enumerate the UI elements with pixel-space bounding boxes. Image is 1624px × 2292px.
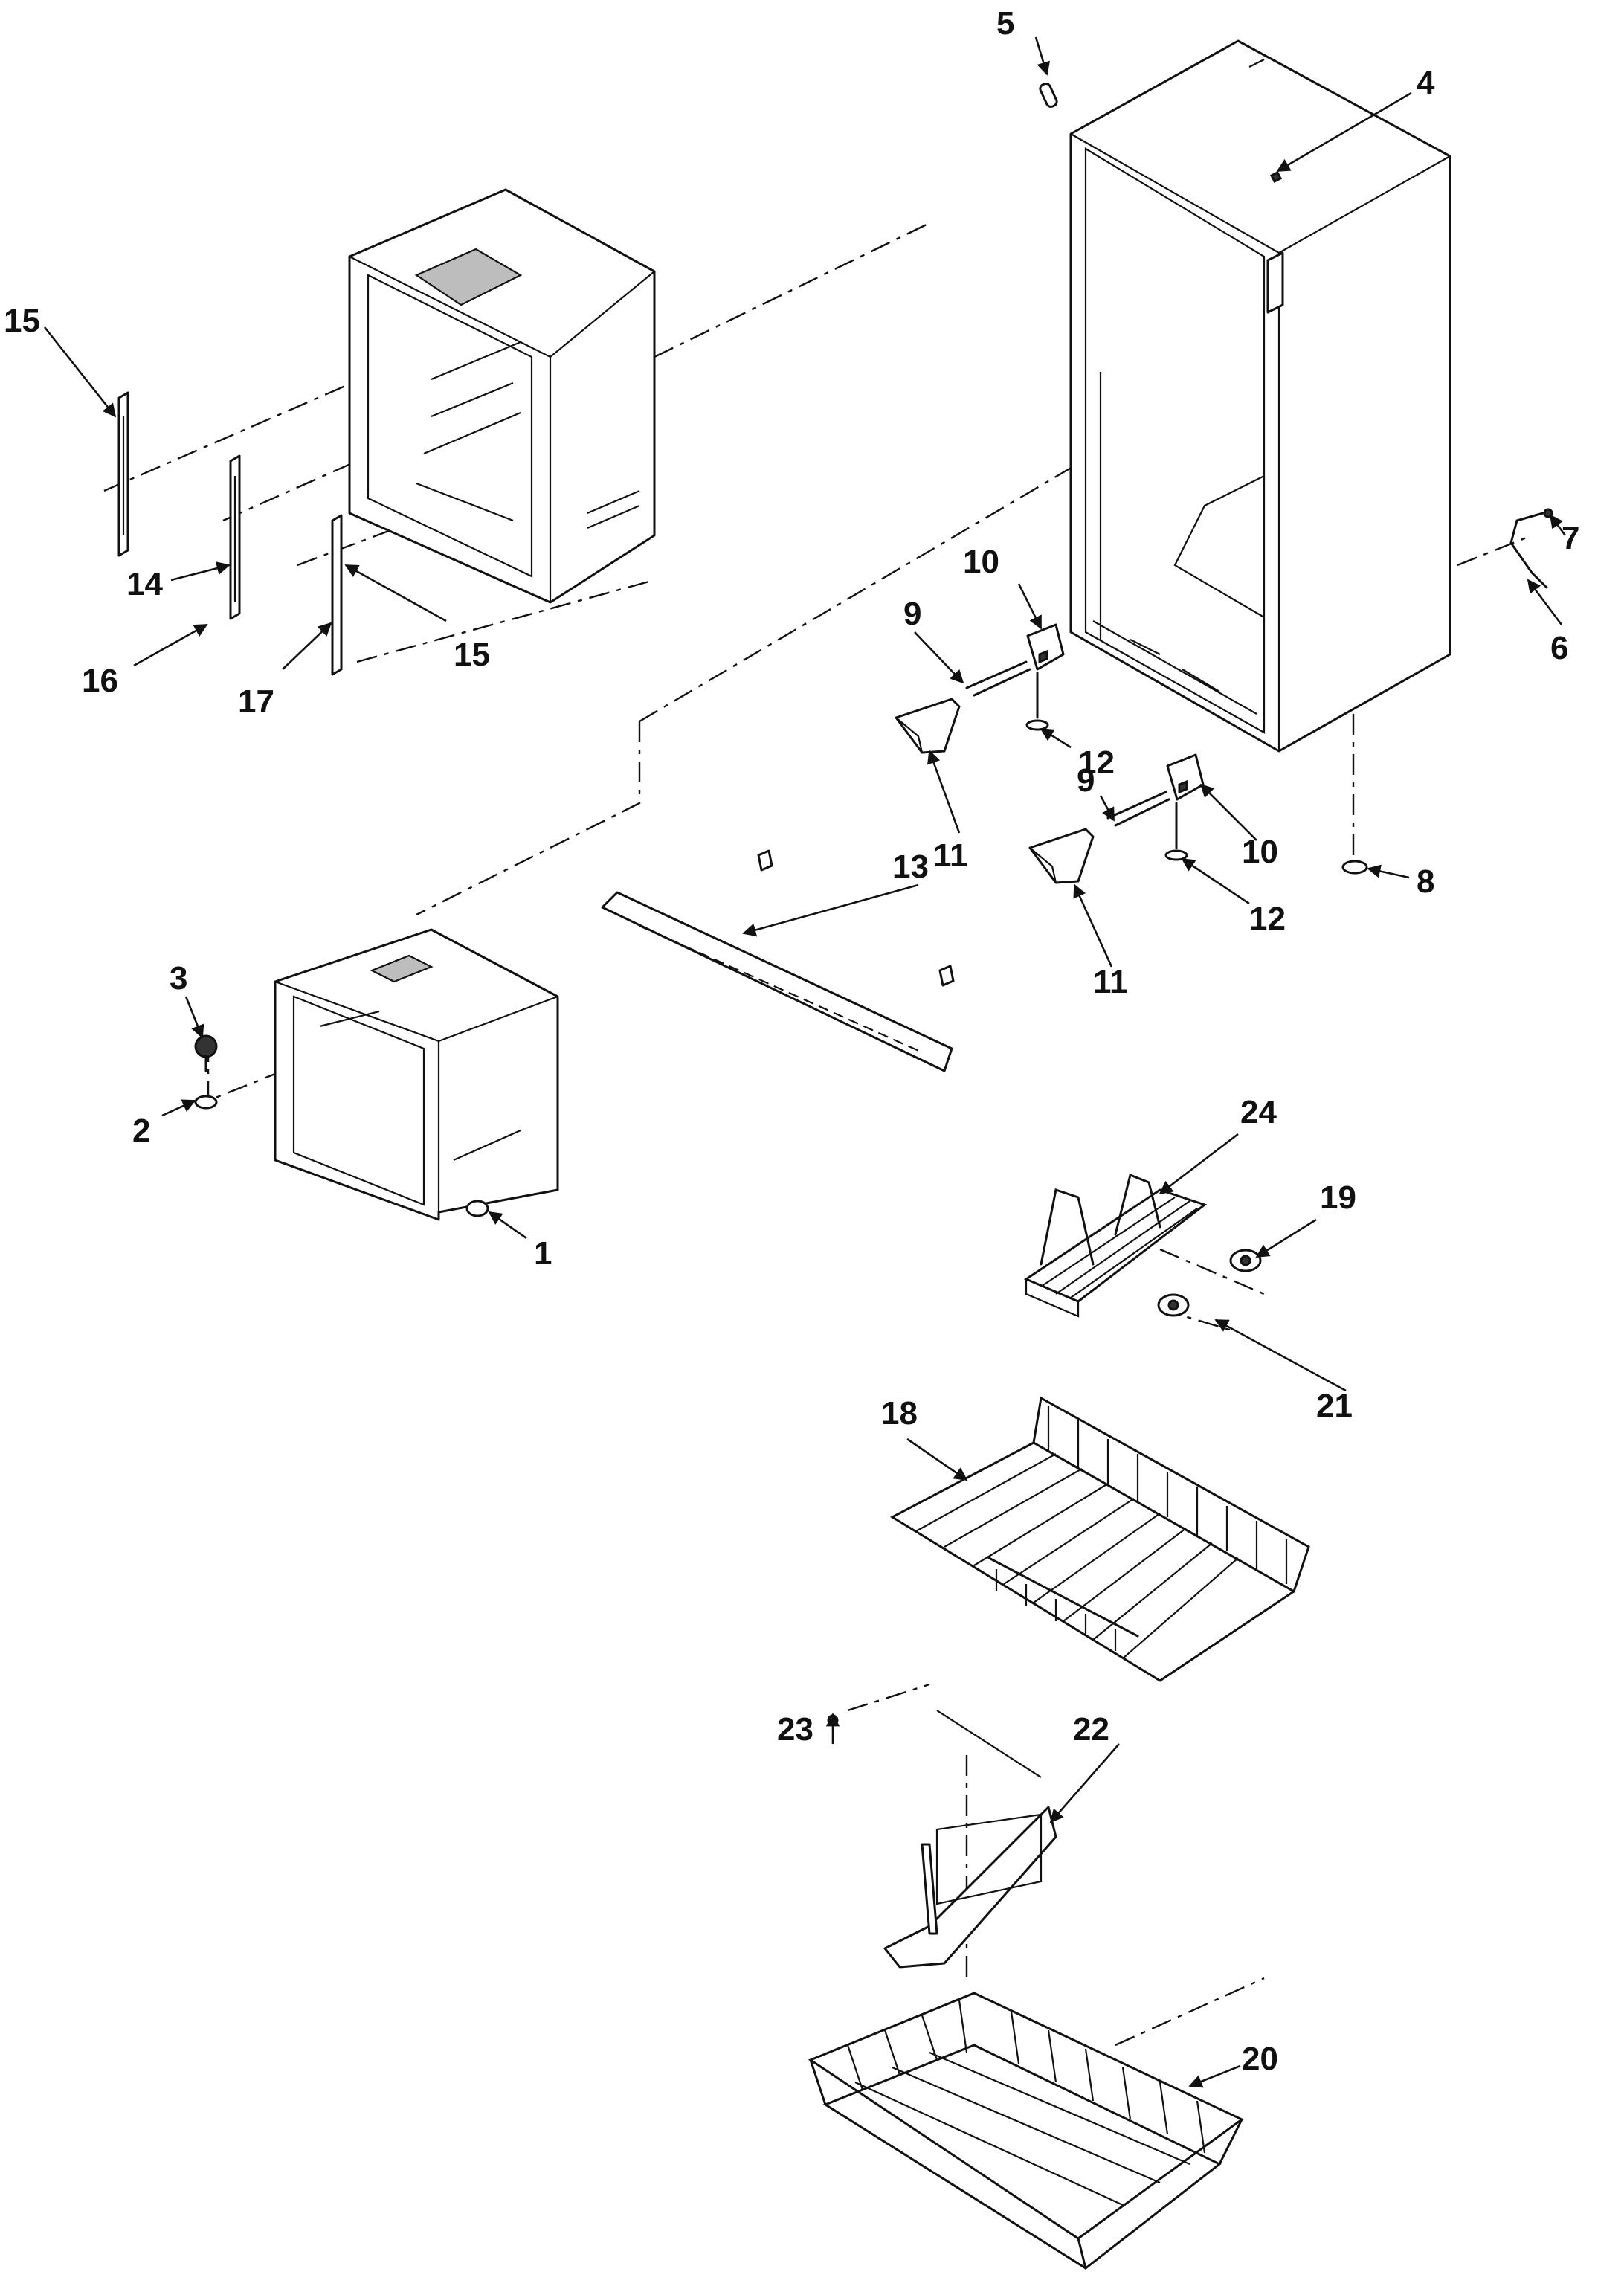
callout-2: 2	[132, 1113, 150, 1149]
callout-11-lower: 11	[1093, 964, 1128, 1000]
callout-8: 8	[1417, 863, 1434, 900]
callout-12-lower: 12	[1249, 901, 1286, 937]
callout-5: 5	[996, 5, 1014, 42]
upper-liner	[348, 188, 656, 604]
wire-basket-part20	[808, 1992, 1244, 2270]
callout-24: 24	[1240, 1094, 1277, 1130]
basket-support-part22	[883, 1710, 1057, 1969]
foot-part1	[465, 1200, 489, 1217]
hinge-bracket-upper	[965, 623, 1065, 731]
callout-4: 4	[1417, 65, 1435, 101]
rail-left-part15	[117, 391, 129, 557]
callout-11-upper: 11	[933, 837, 968, 874]
callout-21: 21	[1316, 1388, 1353, 1424]
callout-15-right: 15	[454, 637, 490, 673]
callout-23: 23	[777, 1711, 813, 1748]
shelf-part24	[1023, 1173, 1208, 1318]
cam-part19	[1229, 1249, 1262, 1272]
callout-10-upper: 10	[963, 544, 999, 580]
callout-12-upper: 12	[1078, 744, 1115, 781]
cam-part21	[1157, 1293, 1190, 1317]
callout-10-lower: 10	[1242, 834, 1278, 870]
callout-3: 3	[170, 960, 187, 997]
callout-1: 1	[534, 1235, 552, 1272]
trim-rail-part13	[601, 849, 955, 1072]
rail-part14	[229, 454, 241, 620]
washer-part2	[194, 1095, 218, 1110]
callout-19: 19	[1320, 1179, 1356, 1216]
foot-pad-part8	[1341, 860, 1368, 875]
callout-20: 20	[1242, 2041, 1278, 2077]
cover-lower-part11	[1028, 828, 1095, 884]
callout-15-left: 15	[4, 303, 40, 339]
cabinet-shell	[1069, 39, 1451, 753]
rail-part17	[331, 514, 343, 676]
callout-18: 18	[881, 1395, 918, 1432]
hinge-bracket-lower	[1106, 753, 1205, 861]
wire-shelf-part18	[889, 1396, 1310, 1682]
callout-7: 7	[1562, 520, 1579, 556]
callout-labels: 5 4 7 6 8 9 10 12 9 10 11 12 11 13 15 14…	[4, 5, 1579, 2077]
tube-part6	[1509, 508, 1553, 589]
fastener-part3	[194, 1034, 218, 1072]
callout-9-upper: 9	[903, 596, 921, 632]
leader-lines	[43, 36, 1567, 2088]
callout-13: 13	[892, 849, 929, 885]
callout-16: 16	[82, 663, 118, 699]
callout-17: 17	[238, 683, 274, 720]
callout-22: 22	[1073, 1711, 1109, 1748]
hinge-pin-part5	[1039, 83, 1058, 108]
callout-9-lower: 9	[1077, 762, 1095, 799]
screw-part4	[1269, 170, 1283, 184]
cover-upper-part11	[895, 698, 961, 754]
callout-14: 14	[126, 566, 163, 602]
callout-6: 6	[1550, 630, 1568, 666]
crisper-drawer	[274, 928, 559, 1221]
